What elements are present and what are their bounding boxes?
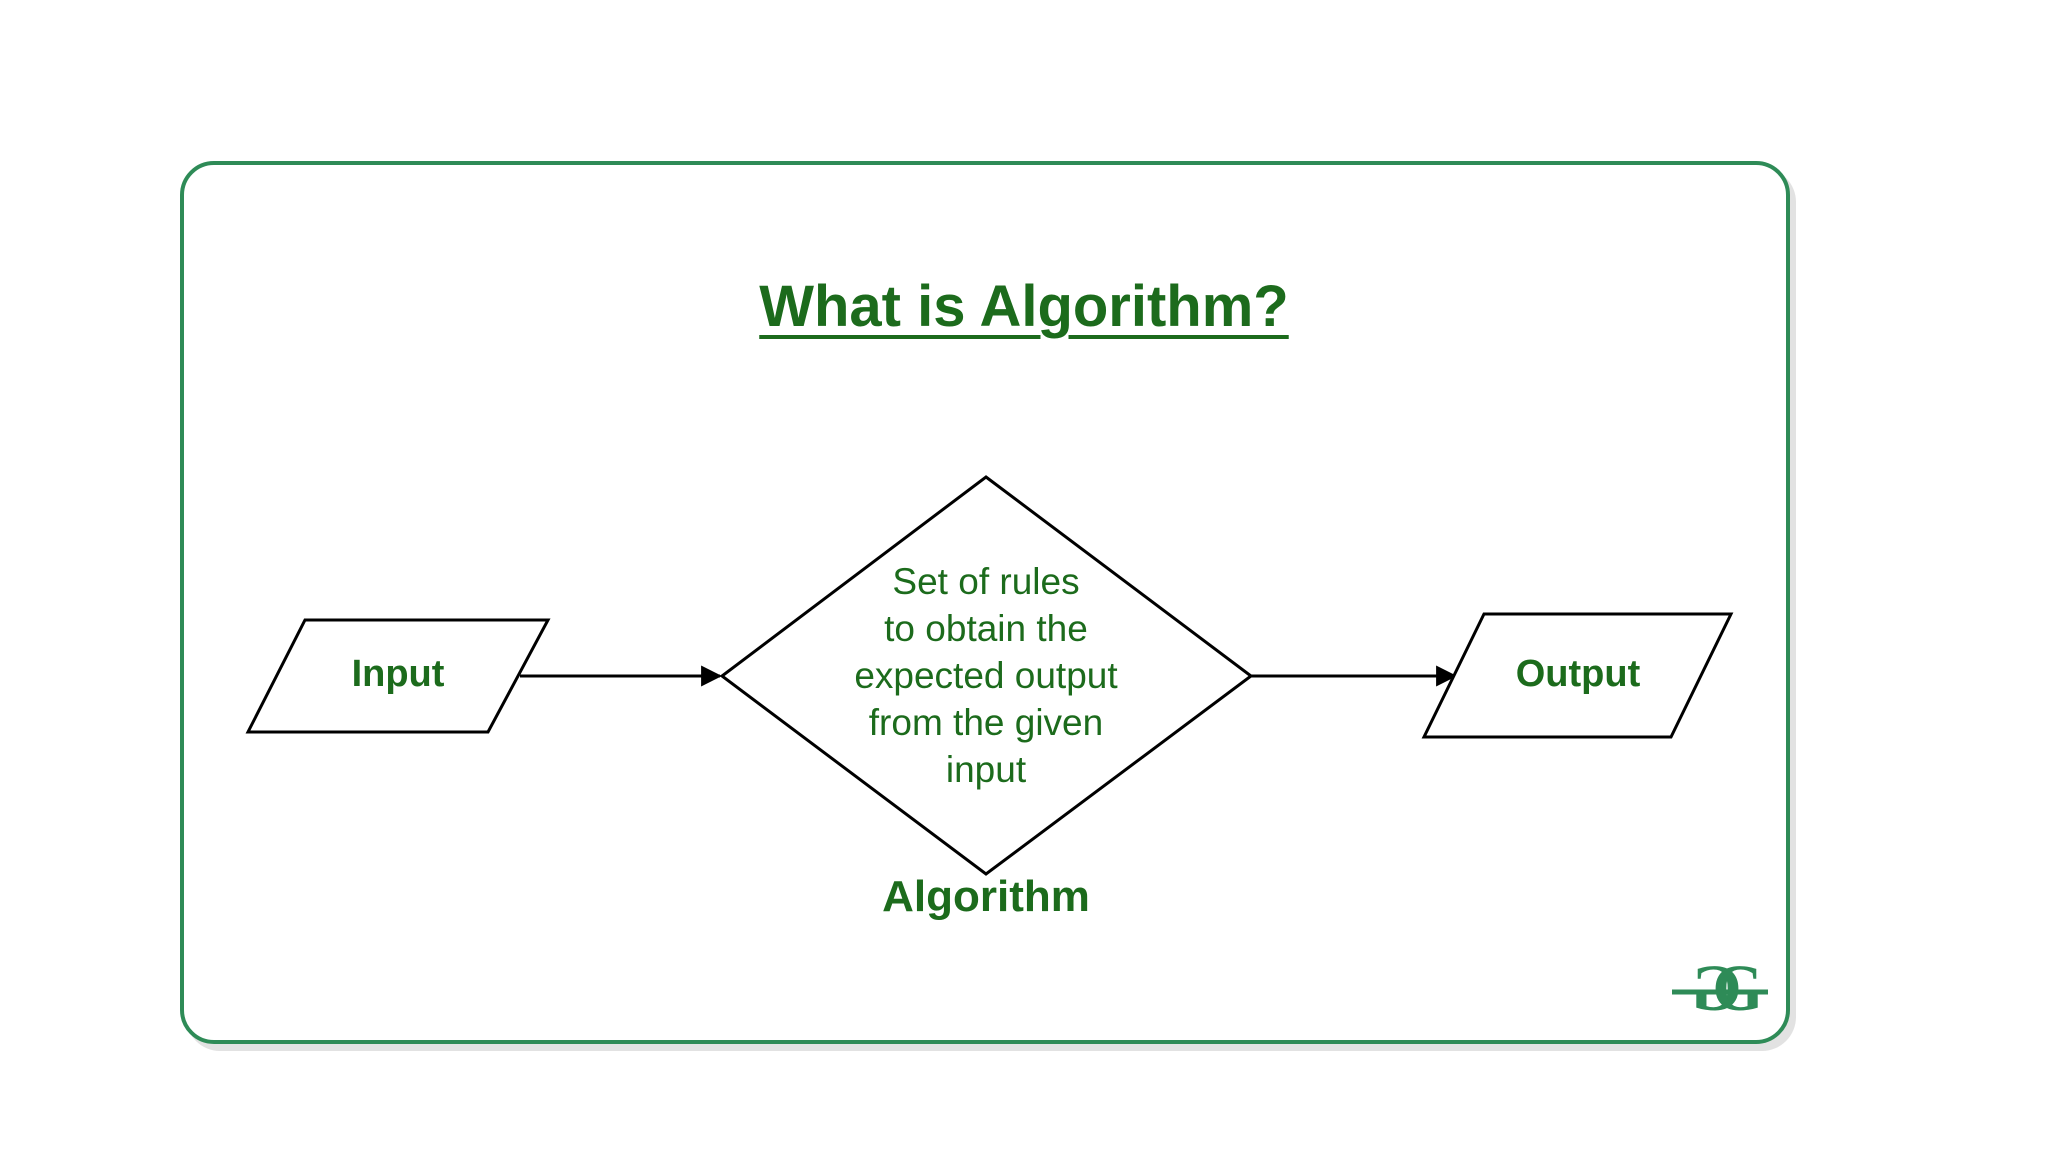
algorithm-caption: Algorithm	[882, 872, 1090, 921]
gfg-logo: G G	[1672, 952, 1768, 1025]
diagram-title: What is Algorithm?	[759, 274, 1289, 339]
output-label: Output	[1516, 653, 1641, 695]
algorithm-diamond	[719, 475, 1254, 876]
algorithm-rule-line: from the given	[869, 702, 1103, 743]
gfg-logo-left-glyph: G	[1690, 952, 1741, 1025]
algorithm-rule-line: to obtain the	[884, 608, 1088, 649]
algorithm-rule-line: input	[946, 749, 1027, 790]
output-shape	[1421, 612, 1734, 739]
gfg-logo-right-glyph: G	[1712, 952, 1763, 1025]
input-shape	[245, 618, 551, 734]
algorithm-rule-line: Set of rules	[892, 561, 1079, 602]
algorithm-rule-line: expected output	[854, 655, 1118, 696]
input-label: Input	[352, 653, 445, 695]
